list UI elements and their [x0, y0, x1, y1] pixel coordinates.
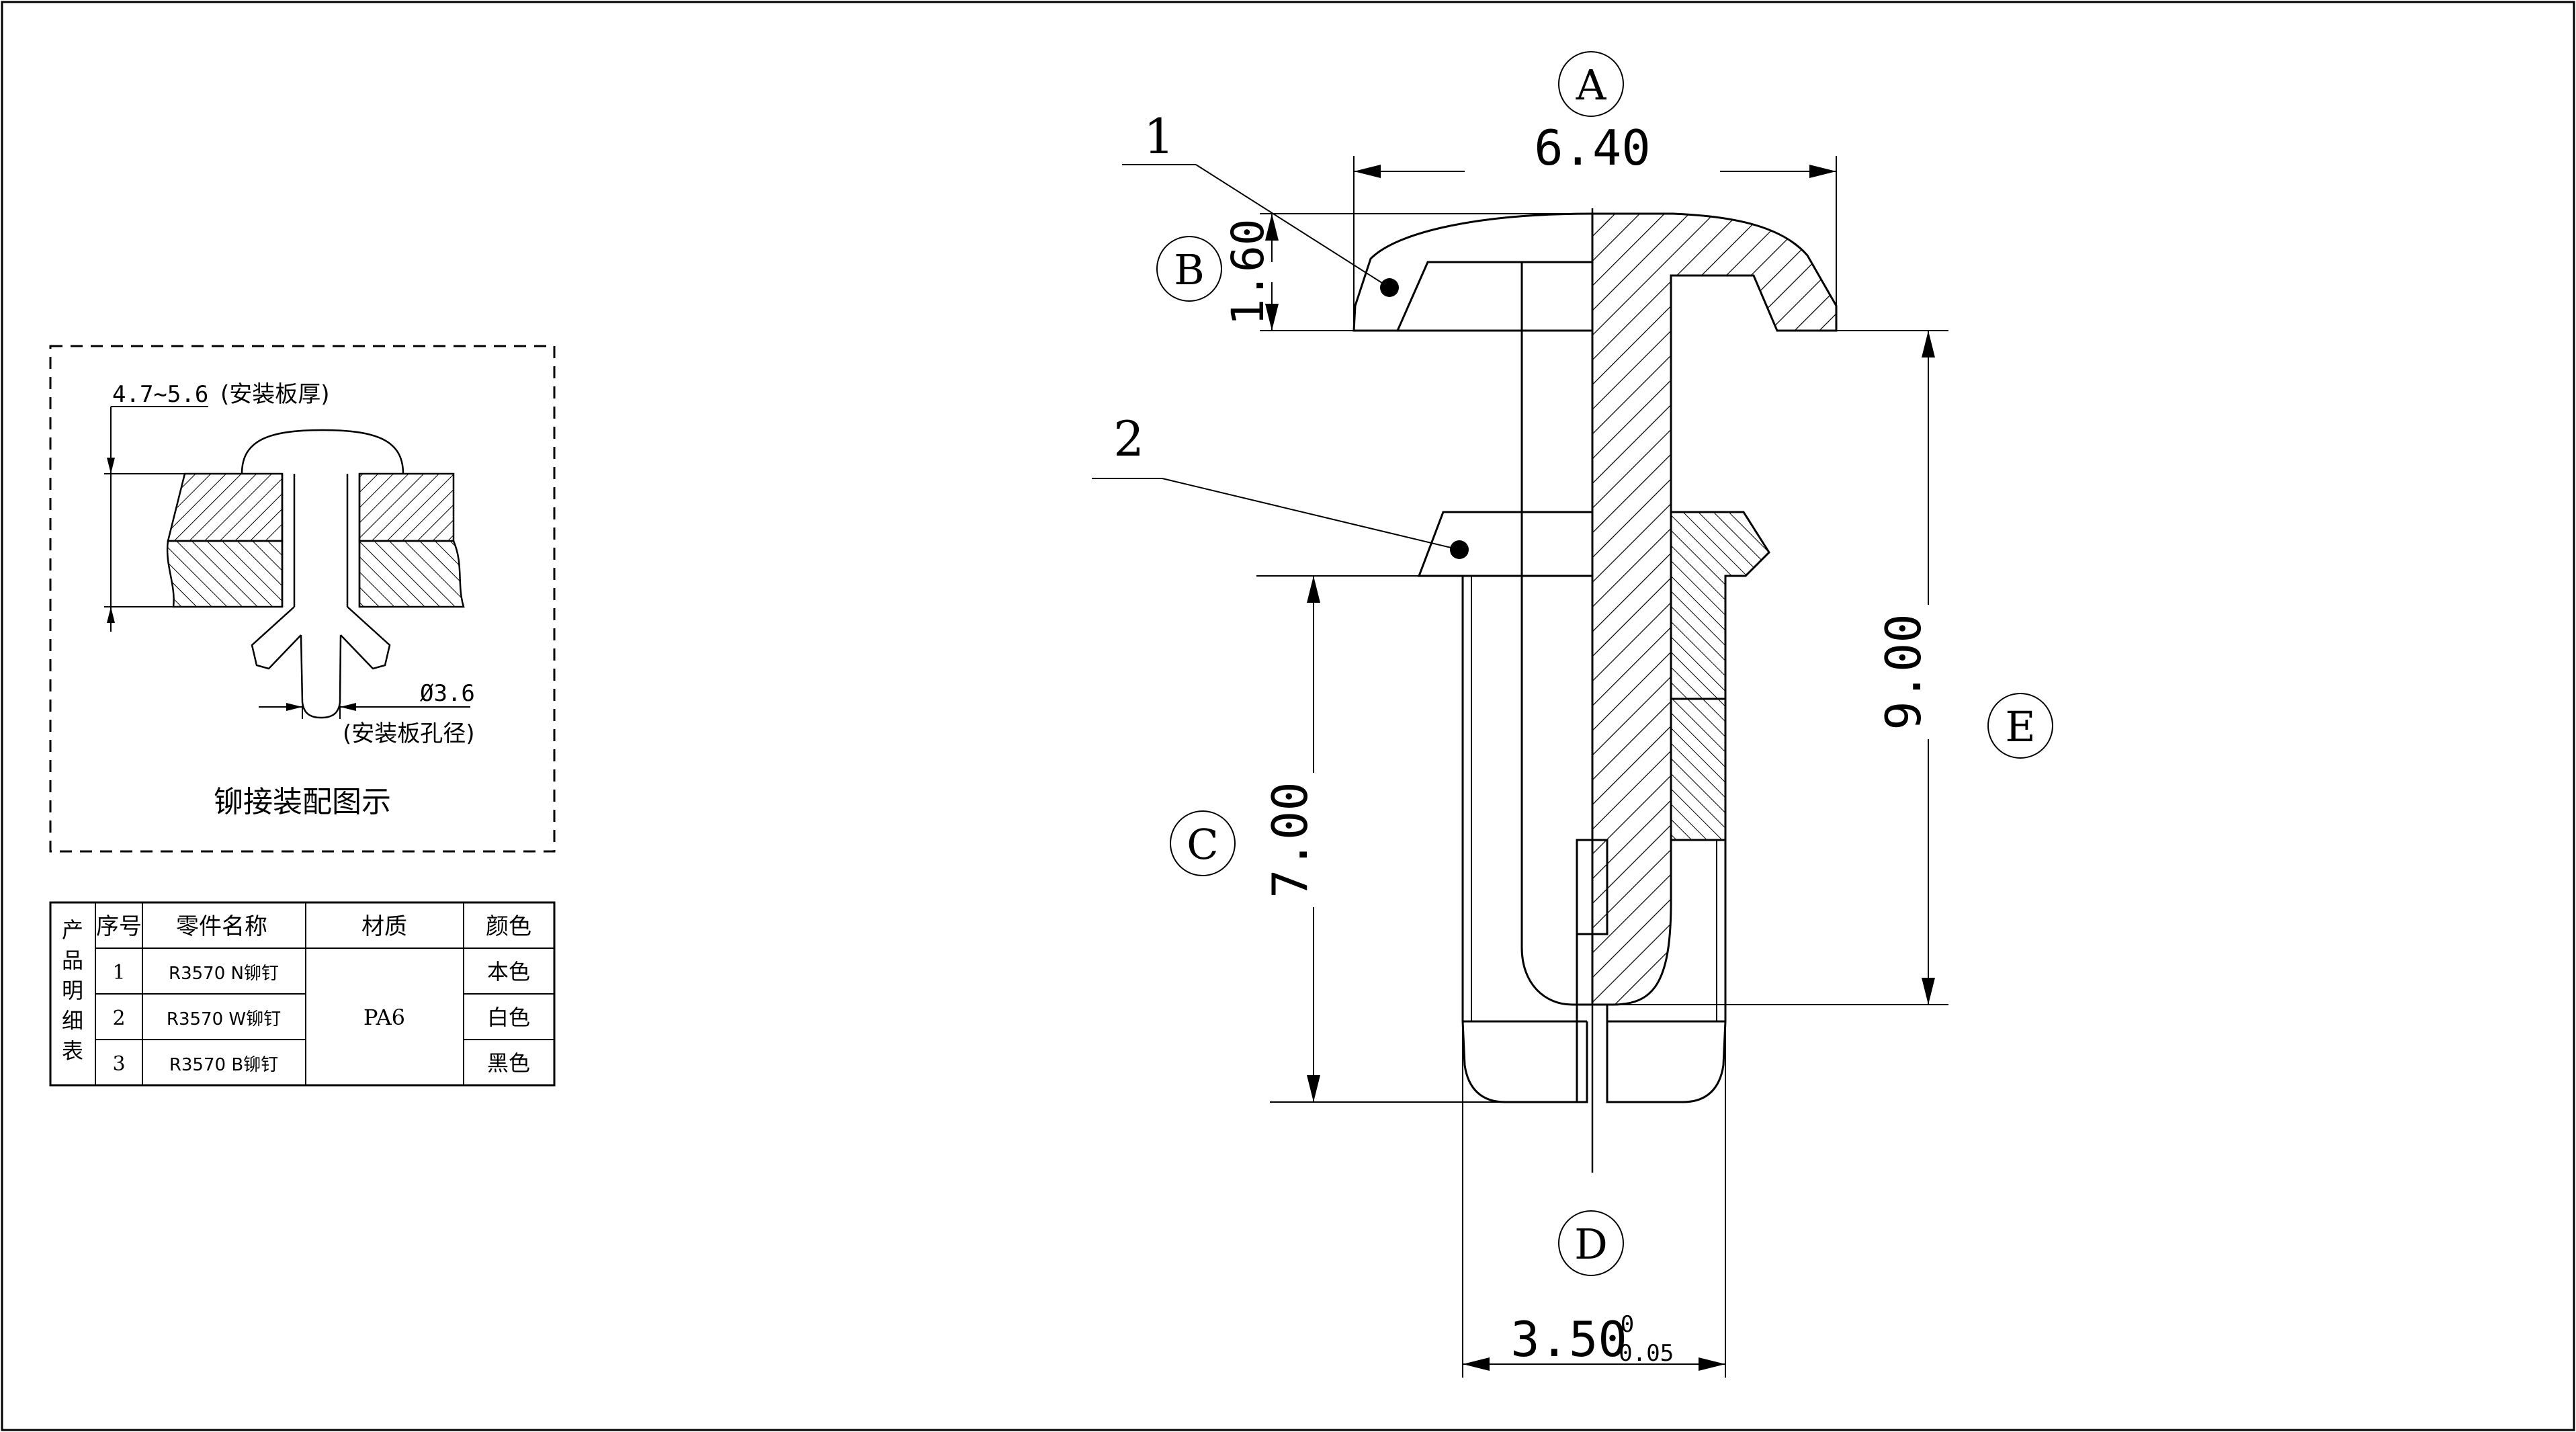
assembly-detail-box: [49, 345, 556, 853]
table-header-no: 序号: [96, 913, 142, 940]
dim-body-length: 7.00: [1262, 782, 1318, 898]
leader-label-2: 2: [1113, 411, 1144, 467]
table-row-2-color: 白色: [487, 1005, 530, 1030]
table-row-1-color: 本色: [487, 959, 530, 984]
svg-text:产: 产: [62, 917, 83, 943]
svg-text:C: C: [1187, 820, 1218, 869]
main-part-view: [1353, 208, 1838, 1173]
table-header-color: 颜色: [486, 913, 531, 940]
callout-b: B: [1156, 236, 1222, 302]
sleeve-right-section: [1670, 511, 1770, 841]
svg-text:A: A: [1576, 60, 1607, 110]
table-row-3-no: 3: [112, 1052, 125, 1076]
svg-text:细: 细: [62, 1008, 83, 1034]
parts-table: [49, 901, 556, 1087]
collar-left: [1417, 511, 1592, 577]
leader-lines: [1092, 164, 1460, 550]
table-row-3-color: 黑色: [487, 1050, 530, 1076]
dim-head-height: 1.60: [1222, 219, 1274, 326]
leader-dot-2: [1450, 540, 1469, 559]
head-left-inner: [1396, 261, 1592, 331]
svg-text:品: 品: [62, 947, 83, 973]
assembly-hole-note: (安装板孔径): [343, 720, 475, 747]
leader-label-1: 1: [1144, 108, 1174, 165]
table-row-2-name: R3570 W铆钉: [167, 1009, 281, 1029]
table-row-1-no: 1: [112, 961, 125, 984]
dim-total-length: 9.00: [1875, 614, 1932, 730]
table-row-2-no: 2: [112, 1007, 125, 1030]
svg-text:D: D: [1574, 1220, 1608, 1269]
sleeve-right-leg: [1606, 840, 1727, 1103]
svg-text:E: E: [2005, 702, 2035, 751]
dim-head-width: 6.40: [1534, 120, 1650, 176]
table-row-3-name: R3570 B铆钉: [169, 1055, 278, 1075]
svg-text:明: 明: [62, 978, 83, 1003]
table-header-material: 材质: [361, 913, 407, 940]
shank-left-inner: [1520, 947, 1592, 1006]
head-left-profile: [1353, 212, 1593, 332]
leader-dot-1: [1380, 278, 1399, 297]
svg-text:表: 表: [62, 1038, 83, 1064]
dim-shank-diameter: 3.50: [1510, 1311, 1627, 1367]
table-side-label: 产 品 明 细 表: [62, 917, 83, 1064]
assembly-caption: 铆接装配图示: [214, 785, 391, 819]
table-row-1-name: R3570 N铆钉: [169, 964, 279, 984]
dim-tolerance-upper: 0: [1621, 1311, 1634, 1338]
callout-c: C: [1170, 810, 1236, 876]
dim-tolerance-lower: -0.05: [1605, 1340, 1674, 1367]
assembly-thickness-note: (安装板厚): [220, 381, 330, 408]
callout-d: D: [1558, 1210, 1624, 1276]
upper-panel: [167, 472, 284, 542]
assembly-hole-diameter: Ø3.6: [420, 680, 475, 707]
lower-panel: [166, 540, 284, 608]
table-header-name: 零件名称: [176, 913, 267, 940]
table-material: PA6: [363, 1005, 405, 1030]
assembly-sketch: [104, 406, 470, 719]
callout-e: E: [1987, 693, 2053, 759]
svg-text:B: B: [1174, 245, 1205, 294]
head-right-section: [1591, 212, 1838, 1006]
sleeve-left-leg: [1461, 576, 1588, 1103]
assembly-thickness-range: 4.7~5.6: [112, 381, 208, 408]
callout-a: A: [1558, 51, 1624, 117]
dimension-lines: [1256, 156, 1948, 1378]
